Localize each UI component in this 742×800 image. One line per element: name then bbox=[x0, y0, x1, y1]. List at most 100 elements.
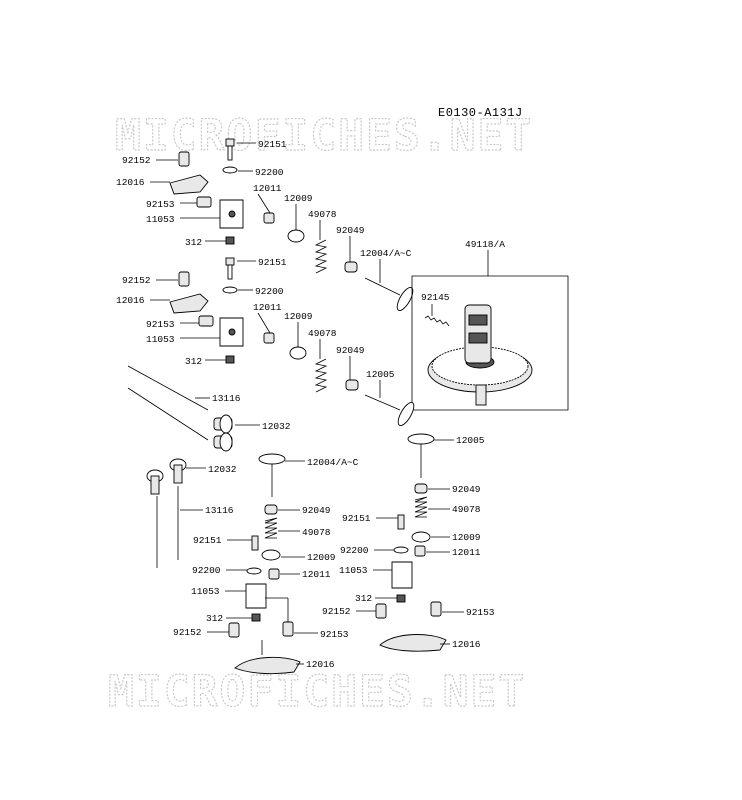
part-92049-keeper[interactable] bbox=[344, 261, 358, 273]
part-number-label: 92153 bbox=[320, 629, 349, 640]
part-49118-camshaft[interactable] bbox=[427, 304, 533, 406]
valve-12004-center[interactable] bbox=[258, 453, 286, 497]
part-number-label: 92153 bbox=[466, 607, 495, 618]
part-92153-adjust-screw-3[interactable] bbox=[430, 601, 442, 617]
part-92152-collar[interactable] bbox=[178, 151, 190, 167]
part-92049-keeper-2[interactable] bbox=[345, 379, 359, 391]
part-number-label: 12032 bbox=[208, 464, 237, 475]
pushrod-group: 13116 12032 12032 13116 bbox=[127, 365, 291, 568]
part-49078-spring-3[interactable] bbox=[414, 496, 428, 518]
part-12009-seal[interactable] bbox=[287, 229, 305, 243]
part-92200-washer[interactable] bbox=[222, 166, 238, 174]
part-12032-lifter[interactable] bbox=[213, 414, 233, 434]
lower-right-labels: 92049 49078 92151 12009 92200 12011 1105… bbox=[322, 484, 495, 650]
part-number-label: 92200 bbox=[340, 545, 369, 556]
part-number-label: 12011 bbox=[452, 547, 481, 558]
part-13116-pushrod-2[interactable] bbox=[127, 387, 209, 441]
label-49118: 49118/A bbox=[465, 239, 505, 250]
part-92151-bolt-3[interactable] bbox=[397, 514, 405, 530]
middle-labels: 92151 92152 92200 12016 12011 12009 9215… bbox=[116, 257, 395, 398]
part-49078-spring-4[interactable] bbox=[264, 517, 278, 539]
part-92153-adjust-screw[interactable] bbox=[196, 196, 212, 208]
part-number-label: 12004/A~C bbox=[307, 457, 359, 468]
part-number-label: 92151 bbox=[193, 535, 222, 546]
valve-12005-right[interactable] bbox=[407, 433, 435, 478]
part-12032-lifter-3[interactable] bbox=[146, 469, 164, 495]
part-11053-bracket-4[interactable] bbox=[245, 583, 267, 609]
part-number-label: 92152 bbox=[122, 155, 151, 166]
camshaft-group: 49118/A 92145 bbox=[411, 239, 569, 411]
part-number-label: 92151 bbox=[258, 139, 287, 150]
lower-right-assembly bbox=[375, 483, 447, 652]
part-92049-keeper-3[interactable] bbox=[414, 483, 428, 494]
part-92152-collar-2[interactable] bbox=[178, 271, 190, 287]
part-49078-spring-2[interactable] bbox=[314, 358, 328, 393]
part-12016-rocker-arm-2[interactable] bbox=[169, 293, 209, 314]
part-92151-bolt-head[interactable] bbox=[225, 138, 235, 147]
part-number-label: 13116 bbox=[212, 393, 241, 404]
part-49078-spring[interactable] bbox=[314, 239, 328, 274]
part-92151-bolt[interactable] bbox=[227, 145, 233, 161]
part-12009-seal-3[interactable] bbox=[411, 531, 431, 543]
part-12011-guide-4[interactable] bbox=[268, 568, 280, 580]
part-92151-bolt-4[interactable] bbox=[251, 535, 259, 551]
part-13116-pushrod[interactable] bbox=[127, 365, 209, 411]
part-number-label: 92049 bbox=[336, 225, 365, 236]
part-92152-collar-3[interactable] bbox=[375, 603, 387, 619]
part-92151-bolt-2[interactable] bbox=[225, 257, 235, 266]
part-12011-guide-2[interactable] bbox=[263, 332, 275, 344]
part-92200-washer-4[interactable] bbox=[246, 567, 262, 575]
part-number-label: 11053 bbox=[146, 334, 175, 345]
part-number-label: 11053 bbox=[339, 565, 368, 576]
part-92153-adjust-screw-4[interactable] bbox=[282, 621, 294, 637]
part-11053-bracket-3[interactable] bbox=[391, 561, 413, 589]
part-312-nut-3[interactable] bbox=[396, 594, 406, 603]
part-92153-adjust-screw-2[interactable] bbox=[198, 315, 214, 327]
part-number-label: 92152 bbox=[173, 627, 202, 638]
part-number-label: 13116 bbox=[205, 505, 234, 516]
part-92200-washer-2[interactable] bbox=[222, 286, 238, 294]
part-12005-valve[interactable] bbox=[364, 394, 417, 428]
part-12016-rocker-arm[interactable] bbox=[169, 174, 209, 195]
part-92152-collar-4[interactable] bbox=[228, 622, 240, 638]
part-number-label: 312 bbox=[185, 356, 202, 367]
part-12011-guide-3[interactable] bbox=[414, 545, 426, 557]
part-number-label: 12016 bbox=[116, 177, 145, 188]
part-number-label: 12016 bbox=[452, 639, 481, 650]
part-number-label: 92049 bbox=[452, 484, 481, 495]
part-number-label: 92049 bbox=[336, 345, 365, 356]
part-12004-valve[interactable] bbox=[364, 277, 416, 313]
upper-labels: 92151 92152 92200 12016 12011 92153 1200… bbox=[116, 139, 412, 283]
part-number-label: 92151 bbox=[342, 513, 371, 524]
part-12011-guide[interactable] bbox=[263, 212, 275, 224]
part-12009-seal-4[interactable] bbox=[261, 549, 281, 561]
part-number-label: 312 bbox=[355, 593, 372, 604]
part-12032-lifter-4[interactable] bbox=[169, 458, 187, 484]
part-312-nut[interactable] bbox=[225, 236, 235, 245]
part-number-label: 92153 bbox=[146, 319, 175, 330]
part-number-label: 12009 bbox=[284, 311, 313, 322]
part-number-label: 12016 bbox=[116, 295, 145, 306]
part-number-label: 12009 bbox=[284, 193, 313, 204]
part-number-label: 49078 bbox=[308, 209, 337, 220]
part-12016-rocker-arm-4[interactable] bbox=[234, 656, 301, 675]
part-number-label: 92152 bbox=[122, 275, 151, 286]
part-12009-seal-2[interactable] bbox=[289, 346, 307, 360]
part-92049-keeper-4[interactable] bbox=[264, 504, 278, 515]
part-number-label: 49078 bbox=[302, 527, 331, 538]
part-number-label: 12032 bbox=[262, 421, 291, 432]
part-92200-washer-3[interactable] bbox=[393, 546, 409, 554]
part-312-nut-4[interactable] bbox=[251, 613, 261, 622]
part-number-label: 12005 bbox=[366, 369, 395, 380]
diagram-code: E0130-A131J bbox=[438, 106, 523, 120]
part-number-label: 11053 bbox=[146, 214, 175, 225]
upper-rocker-assembly bbox=[169, 138, 416, 313]
part-92145-spring-pin[interactable] bbox=[424, 315, 450, 327]
part-312-nut-2[interactable] bbox=[225, 355, 235, 364]
lower-left-assembly bbox=[228, 504, 301, 675]
part-number-label: 92200 bbox=[255, 167, 284, 178]
part-12016-rocker-arm-3[interactable] bbox=[379, 634, 447, 652]
part-12032-lifter-2[interactable] bbox=[213, 432, 233, 452]
part-number-label: 92200 bbox=[192, 565, 221, 576]
